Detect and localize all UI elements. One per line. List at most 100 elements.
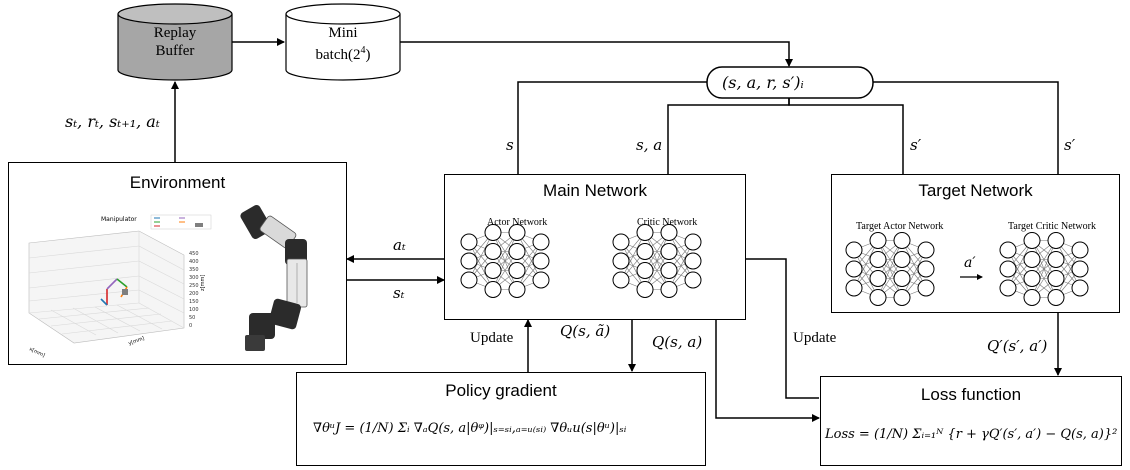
net-node xyxy=(460,252,478,270)
loss-function-formula: Loss = (1/N) Σᵢ₌₁ᴺ {r + γQ′(s′, a′) − Q(… xyxy=(825,427,1118,442)
target-network-box: Target Network Target Actor Network Targ… xyxy=(831,174,1120,313)
plot-grid xyxy=(28,230,185,344)
q-prime-label: Q′(s′, a′) xyxy=(987,337,1048,355)
net-node xyxy=(660,224,678,241)
net-node xyxy=(869,270,887,287)
net-node xyxy=(612,252,630,270)
net-node xyxy=(893,251,911,268)
manipulator-plot: Manipulator xyxy=(28,204,308,359)
edge-label-s: s xyxy=(506,136,514,154)
target-network-graphs xyxy=(845,232,1089,306)
net-edge xyxy=(620,232,646,281)
net-node xyxy=(612,271,630,289)
net-node xyxy=(999,279,1017,297)
net-edge xyxy=(468,232,494,281)
net-node xyxy=(612,233,630,251)
axis-x-label: x[mm] xyxy=(28,346,46,358)
net-node xyxy=(636,243,654,260)
axis-y-label: y[mm] xyxy=(128,336,146,347)
net-edge xyxy=(492,232,518,290)
net-node xyxy=(1023,251,1041,268)
net-node xyxy=(845,241,863,259)
net-node xyxy=(660,243,678,260)
net-node xyxy=(1047,232,1065,249)
net-node xyxy=(999,241,1017,259)
z-tick: 300 xyxy=(189,275,199,281)
net-node xyxy=(1071,241,1089,259)
axis-z-label: z[mm] xyxy=(200,275,206,291)
net-edge xyxy=(644,232,670,290)
z-tick: 400 xyxy=(189,259,199,265)
net-node xyxy=(484,262,502,279)
net-node xyxy=(636,224,654,241)
net-node xyxy=(869,251,887,268)
target-actor-label: Target Actor Network xyxy=(856,221,944,232)
net-node xyxy=(484,243,502,260)
critic-network-label: Critic Network xyxy=(637,217,698,228)
mini-batch-close: ) xyxy=(365,47,371,63)
plot-title: Manipulator xyxy=(101,216,137,223)
net-edge xyxy=(516,241,542,290)
loss-function-title: Loss function xyxy=(920,385,1022,404)
mini-batch-exponent: 4 xyxy=(360,45,366,56)
net-node xyxy=(1071,260,1089,278)
net-node xyxy=(508,262,526,279)
edge-label-st: sₜ xyxy=(393,284,405,302)
net-node xyxy=(532,233,550,251)
q-sa-label: Q(s, a) xyxy=(652,333,703,351)
net-node xyxy=(1047,251,1065,268)
plot-legend xyxy=(150,214,212,230)
policy-gradient-title: Policy gradient xyxy=(445,381,557,400)
net-node xyxy=(660,262,678,279)
mini-batch-cylinder xyxy=(285,3,401,81)
policy-gradient-box: Policy gradient ∇θᵘJ = (1/N) Σᵢ ∇ₐQ(s, a… xyxy=(296,372,706,466)
net-edge xyxy=(1055,249,1081,298)
update-right-label: Update xyxy=(793,330,837,346)
replay-buffer-line1: Replay xyxy=(153,25,197,41)
update-left-label: Update xyxy=(470,330,514,346)
net-node xyxy=(917,260,935,278)
z-tick: 50 xyxy=(189,315,195,321)
main-network-graphs xyxy=(460,224,702,298)
actor-network-label: Actor Network xyxy=(487,217,548,228)
mini-batch-text: batch(2 xyxy=(315,47,361,63)
net-node xyxy=(917,279,935,297)
net-node xyxy=(460,233,478,251)
net-node xyxy=(893,289,911,306)
net-node xyxy=(532,271,550,289)
main-network-title: Main Network xyxy=(543,181,647,200)
z-tick: 350 xyxy=(189,267,199,273)
net-edge xyxy=(853,240,879,289)
z-tick: 0 xyxy=(189,323,192,329)
net-node xyxy=(660,281,678,298)
net-node xyxy=(636,281,654,298)
edge-label-sprime-critic: s′ xyxy=(1064,136,1076,154)
net-node xyxy=(684,233,702,251)
edge-label-at: aₜ xyxy=(393,236,406,254)
net-node xyxy=(508,243,526,260)
env-to-buffer-label: sₜ, rₜ, sₜ₊₁, aₜ xyxy=(65,112,160,131)
policy-gradient-formula: ∇θᵘJ = (1/N) Σᵢ ∇ₐQ(s, a|θᵠ)|ₛ₌ₛᵢ,ₐ₌ᵤ₍ₛᵢ… xyxy=(313,421,627,436)
environment-box: Environment Manipulator xyxy=(8,162,347,365)
net-node xyxy=(636,262,654,279)
target-actor-network-graph xyxy=(845,232,935,306)
actor-network-graph xyxy=(460,224,550,298)
net-node xyxy=(484,224,502,241)
net-node xyxy=(845,260,863,278)
net-node xyxy=(917,241,935,259)
replay-buffer-label: Replay Buffer xyxy=(118,24,232,60)
manipulator-links xyxy=(100,278,128,306)
loss-function-box: Loss function Loss = (1/N) Σᵢ₌₁ᴺ {r + γQ… xyxy=(820,376,1122,466)
mini-batch-line2: batch(24) xyxy=(286,42,400,64)
z-tick: 450 xyxy=(189,251,199,257)
robot-arm-render xyxy=(240,204,308,351)
net-node xyxy=(484,281,502,298)
net-node xyxy=(869,232,887,249)
z-tick: 250 xyxy=(189,283,199,289)
edge-label-sprime-actor: s′ xyxy=(910,136,922,154)
net-node xyxy=(684,271,702,289)
net-node xyxy=(1023,270,1041,287)
main-network-box: Main Network Actor Network Critic Networ… xyxy=(444,174,746,320)
